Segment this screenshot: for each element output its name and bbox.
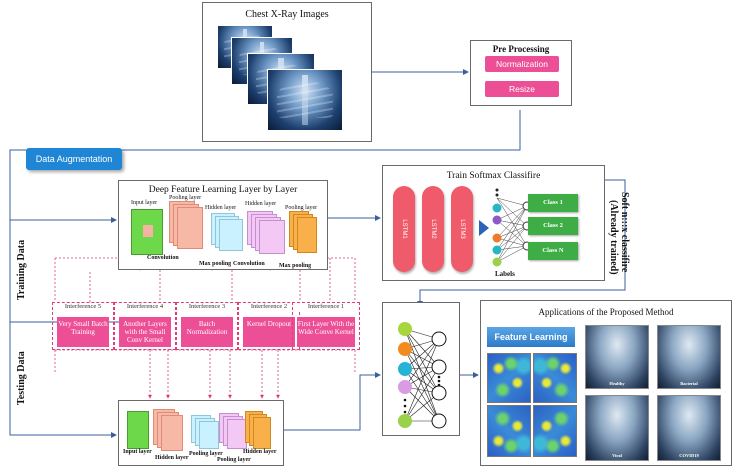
convolution-2-label: Convolution <box>233 261 265 267</box>
test-pooling-layer-2-label: Pooling layer <box>217 457 251 463</box>
deep-feature-title: Deep Feature Learning Layer by Layer <box>148 185 298 195</box>
lstm-3: LSTM3 <box>451 186 473 272</box>
chevron-right-icon <box>479 220 489 236</box>
softmax-panel: Train Softmax Classifire LSTM1 LSTM2 LST… <box>382 165 605 281</box>
test-input-block <box>127 411 149 449</box>
feature-learning-header: Feature Learning <box>487 327 575 347</box>
interference-1-header: Interference 1 <box>293 303 359 310</box>
max-pooling-1-label: Max pooling <box>199 261 232 267</box>
output-neurons <box>492 188 532 267</box>
pooling-layer-2-label: Pooling layer <box>285 205 318 211</box>
lstm-2: LSTM2 <box>422 186 444 272</box>
test-hidden-stack-1 <box>153 409 183 451</box>
interference-1-text: First Layer With the Wide Conve Kernel <box>297 317 355 347</box>
normalization-button[interactable]: Normalization <box>485 56 559 72</box>
interference-2-text: Kernel Dropout <box>243 317 295 347</box>
interference-5-text: Very Small Batch Training <box>57 317 109 347</box>
xray-image-4 <box>267 69 343 131</box>
testing-data-label: Testing Data <box>16 351 27 405</box>
feature-map-2 <box>533 353 577 403</box>
interference-1: Interference 1 First Layer With the Wide… <box>292 302 360 350</box>
hidden-stack-1 <box>211 213 243 253</box>
app-image-healthy: Healthy <box>585 325 649 389</box>
interference-5: Interference 5 Very Small Batch Training <box>52 302 114 350</box>
chest-xray-title: Chest X-Ray Images <box>245 9 329 20</box>
neural-network-graph <box>398 322 447 429</box>
class-n-output: Class N <box>528 242 578 260</box>
softmax-side-label-1: Soft n:::x classifire <box>619 192 630 273</box>
class-1-output: Class 1 <box>528 194 578 212</box>
applications-panel: Applications of the Proposed Method Feat… <box>480 300 732 466</box>
interference-3-header: Interference 3 <box>177 303 237 310</box>
interference-3-text: Batch Normalization <box>181 317 233 347</box>
test-hidden-stack-2 <box>245 411 275 451</box>
test-input-layer-label: Input layer <box>123 449 152 455</box>
input-layer-label: Input layer <box>131 200 158 206</box>
convolution-1-label: Convolution <box>147 255 179 261</box>
neural-network-panel <box>382 302 460 436</box>
interference-2-header: Interference 2 <box>239 303 299 310</box>
training-data-label: Training Data <box>16 239 27 300</box>
applications-title: Applications of the Proposed Method <box>538 307 674 317</box>
interference-5-header: Interference 5 <box>53 303 113 310</box>
interference-4-text: Another Layers with the Small Conv Kerne… <box>119 317 171 347</box>
hidden-stack-2 <box>247 211 285 255</box>
app-image-viral: Viral <box>585 395 649 461</box>
test-pooling-stack-1 <box>191 415 221 451</box>
softmax-title: Train Softmax Classifire <box>446 171 541 181</box>
interference-4: Interference 4 Another Layers with the S… <box>114 302 176 350</box>
pooling-layer-1-label: Pooling layer <box>169 195 202 201</box>
feature-map-1 <box>487 353 531 403</box>
preprocessing-panel: Pre Processing Normalization Resize <box>470 40 572 106</box>
hidden-layer-1-label: Hidden layer <box>205 205 237 211</box>
test-network-panel: Input layer Hidden layer Pooling layer P… <box>118 400 284 466</box>
chest-xray-panel: Chest X-Ray Images <box>202 2 372 142</box>
test-hidden-layer-1-label: Hidden layer <box>155 455 189 461</box>
app-image-bacterial: Bacterial <box>657 325 721 389</box>
test-hidden-layer-2-label: Hidden layer <box>243 449 277 455</box>
deep-feature-panel: Deep Feature Learning Layer by Layer Inp… <box>118 180 328 270</box>
test-pooling-layer-1-label: Pooling layer <box>189 451 223 457</box>
interference-3: Interference 3 Batch Normalization <box>176 302 238 350</box>
feature-map-4 <box>533 405 577 457</box>
interference-2: Interference 2 Kernel Dropout <box>238 302 300 350</box>
softmax-side-label-2: (Already trained) <box>608 200 619 275</box>
interference-4-header: Interference 4 <box>115 303 175 310</box>
hidden-layer-2-label: Hidden layer <box>245 201 277 207</box>
pooling-stack-2 <box>289 211 321 255</box>
feature-map-3 <box>487 405 531 457</box>
lstm-1: LSTM1 <box>393 186 415 272</box>
max-pooling-2-label: Max pooling <box>279 263 312 269</box>
resize-button[interactable]: Resize <box>485 81 559 97</box>
class-2-output: Class 2 <box>528 217 578 235</box>
pooling-stack-1 <box>169 201 203 251</box>
labels-caption: Labels <box>495 270 515 278</box>
input-kernel <box>143 225 153 237</box>
data-augmentation-button[interactable]: Data Augmentation <box>26 148 122 170</box>
app-image-covid19: COVID19 <box>657 395 721 461</box>
preprocessing-title: Pre Processing <box>492 44 550 54</box>
